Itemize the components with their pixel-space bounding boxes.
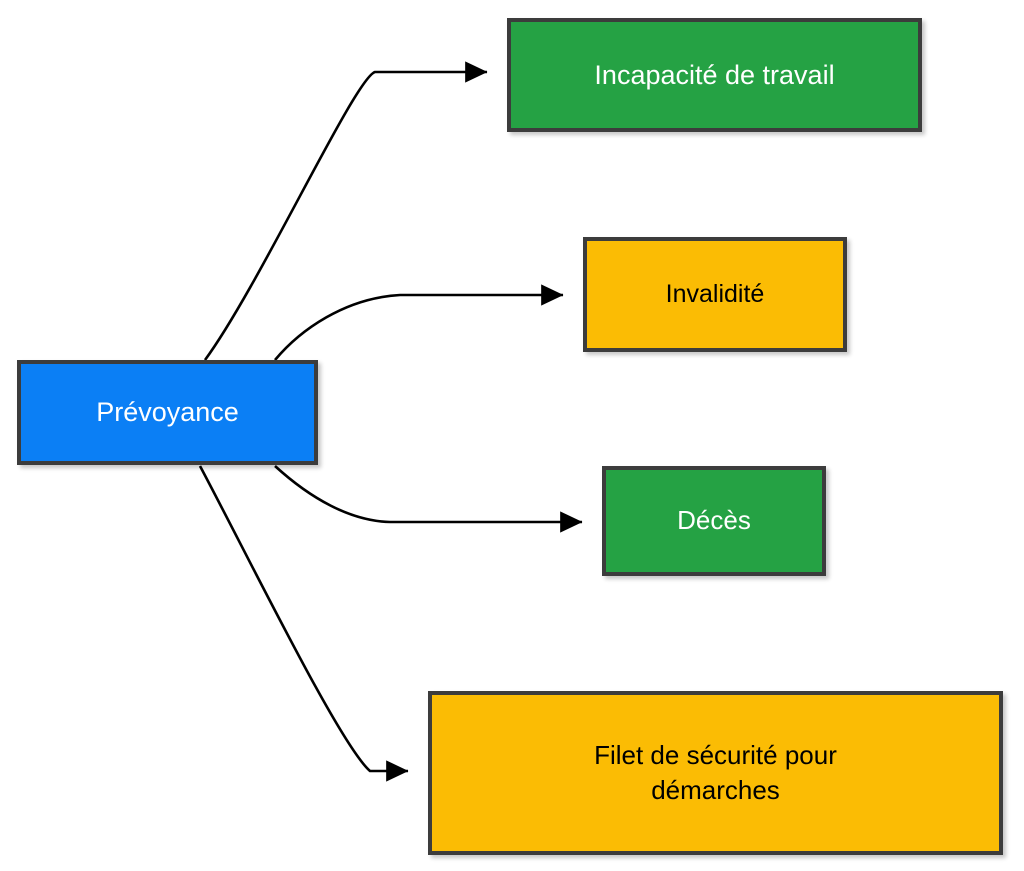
connector-prevoyance-to-deces	[274, 465, 583, 533]
connector-prevoyance-to-invalidite	[274, 284, 564, 361]
node-filet-de-securite[interactable]: Filet de sécurité pour démarches	[428, 691, 1003, 855]
node-incapacite-de-travail-label: Incapacité de travail	[594, 59, 835, 90]
node-invalidite-label: Invalidité	[665, 279, 765, 308]
node-deces-label: Décès	[677, 505, 751, 536]
node-filet-de-securite-label: Filet de sécurité pour démarches	[594, 739, 837, 805]
connector-prevoyance-to-incapacite	[203, 61, 488, 361]
node-incapacite-de-travail[interactable]: Incapacité de travail	[507, 18, 922, 132]
connector-prevoyance-to-filet	[198, 465, 409, 782]
node-prevoyance[interactable]: Prévoyance	[17, 360, 318, 465]
node-prevoyance-label: Prévoyance	[96, 397, 239, 428]
node-deces[interactable]: Décès	[602, 466, 826, 576]
node-invalidite[interactable]: Invalidité	[583, 237, 847, 352]
